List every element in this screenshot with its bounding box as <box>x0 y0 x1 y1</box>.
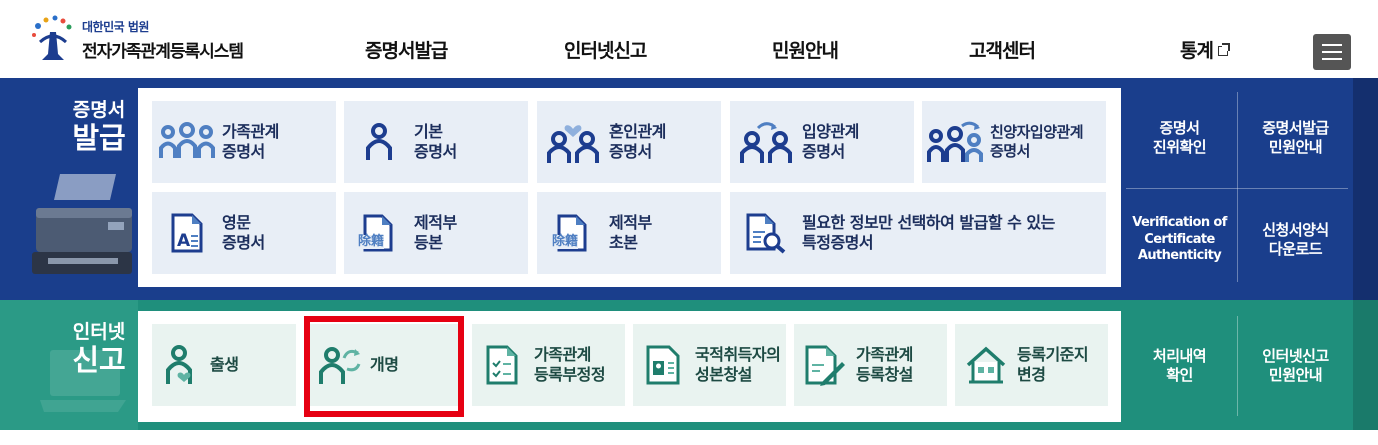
report-section-title: 인터넷 신고 <box>72 321 126 377</box>
logo-subtitle: 대한민국 법원 <box>82 20 149 34</box>
birth-icon <box>152 324 210 406</box>
svg-text:A: A <box>177 231 191 251</box>
removed-register-document-icon: 除籍 <box>537 192 609 274</box>
hamburger-icon <box>1322 44 1342 46</box>
name-change-icon <box>310 324 370 406</box>
couple-heart-icon <box>537 101 609 183</box>
house-icon <box>955 324 1017 406</box>
divider <box>1126 188 1348 189</box>
family-icon <box>152 101 222 183</box>
site-header: 대한민국 법원 전자가족관계등록시스템 증명서발급 인터넷신고 민원안내 고객센… <box>0 0 1378 78</box>
divider <box>1237 92 1238 282</box>
nav-statistics-label: 통계 <box>1180 40 1214 62</box>
person-icon <box>344 101 414 183</box>
nav-statistics[interactable]: 통계 <box>1180 36 1230 63</box>
tile-name-change-report[interactable]: 개명 <box>310 324 458 406</box>
divider <box>1237 316 1238 416</box>
removed-register-document-icon: 除籍 <box>344 192 414 274</box>
issuance-section-title: 증명서 발급 <box>72 99 126 155</box>
site-logo[interactable]: 대한민국 법원 전자가족관계등록시스템 <box>28 14 244 66</box>
family-adoption-icon <box>922 101 990 183</box>
english-document-icon: A <box>152 192 222 274</box>
external-link-icon <box>1217 43 1230 56</box>
menu-button[interactable] <box>1313 34 1351 70</box>
document-search-icon <box>730 192 802 274</box>
court-emblem-icon <box>28 14 78 66</box>
id-card-icon <box>633 324 695 406</box>
adoption-icon <box>730 101 802 183</box>
printer-icon <box>32 174 132 274</box>
laptop-icon <box>40 350 126 412</box>
checklist-document-icon <box>472 324 534 406</box>
nav-certificate-issuance[interactable]: 증명서발급 <box>365 40 448 62</box>
tile-birth-report[interactable]: 출생 <box>152 324 296 406</box>
document-pen-icon <box>794 324 856 406</box>
nav-civil-guide[interactable]: 민원안내 <box>772 40 839 62</box>
nav-internet-report[interactable]: 인터넷신고 <box>564 40 647 62</box>
logo-title: 전자가족관계등록시스템 <box>82 42 244 62</box>
nav-customer-center[interactable]: 고객센터 <box>969 40 1036 62</box>
